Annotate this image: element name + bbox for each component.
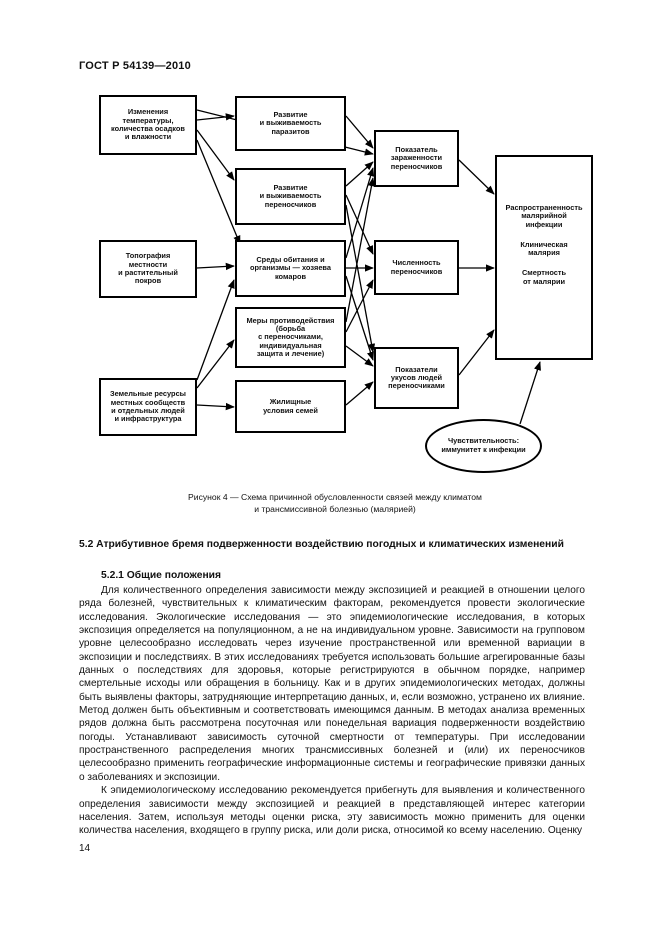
box-countermeasures: Меры противодействия (борьба с переносчи…: [235, 307, 346, 368]
box-malaria-outcomes: Распространенность малярийной инфекции К…: [495, 155, 593, 360]
arrow-bites-to-outcome: [458, 329, 495, 376]
body-text: Для количественного определения зависимо…: [79, 584, 585, 838]
box-vector-development: Развитие и выживаемость переносчиков: [235, 168, 346, 225]
outcome-prevalence: Распространенность малярийной инфекции: [505, 203, 583, 229]
arrow-land-to-habitats: [196, 279, 235, 381]
box-bite-rates: Показатели укусов людей переносчиками: [374, 347, 459, 409]
arrow-land-to-countermeasures: [196, 339, 235, 389]
arrow-land-to-housing: [196, 402, 235, 411]
arrow-temp-to-vectors: [196, 129, 235, 181]
arrow-parasites-to-infection-rate: [345, 115, 374, 149]
arrow-vectors-to-bites: [345, 204, 376, 353]
arrow-susceptibility-to-outcome: [519, 361, 541, 425]
causal-diagram: Изменения температуры, количества осадко…: [99, 95, 593, 473]
caption-line-2: и трансмиссивной болезнью (малярией): [254, 503, 416, 514]
arrow-vectors-to-vector-count: [345, 194, 374, 255]
box-vector-count: Численность переносчиков: [374, 240, 459, 295]
box-parasite-development: Развитие и выживаемость паразитов: [235, 96, 346, 151]
page-number: 14: [79, 843, 91, 854]
arrow-vectors-to-infection-rate: [345, 161, 374, 187]
arrow-countermeasures-to-bites: [345, 345, 374, 367]
arrow-temp-to-parasites: [196, 113, 235, 121]
subsection-title: 5.2.1 Общие положения: [101, 570, 221, 581]
arrow-housing-to-bites: [345, 381, 374, 406]
arrow-infection-rate-to-outcome: [458, 159, 495, 195]
outcome-clinical: Клиническая малярия: [520, 239, 568, 258]
paragraph-2: К эпидемиологическому исследованию реком…: [79, 785, 585, 837]
figure-caption: Рисунок 4 — Схема причинной обусловленно…: [100, 492, 570, 515]
box-housing: Жилищные условия семей: [235, 380, 346, 433]
caption-line-1: Рисунок 4 — Схема причинной обусловленно…: [188, 492, 482, 502]
arrow-temp-to-habitats: [196, 139, 241, 245]
oval-susceptibility: Чувствительность: иммунитет к инфекции: [425, 419, 542, 473]
box-topography: Топография местности и растительный покр…: [99, 240, 197, 298]
outcome-mortality: Смертность от малярии: [521, 268, 567, 286]
standard-header: ГОСТ Р 54139—2010: [79, 60, 191, 72]
box-vector-infection-rate: Показатель зараженности переносчиков: [374, 130, 459, 187]
arrow-countermeasures-to-infection-rate: [345, 177, 376, 323]
box-mosquito-habitats: Среды обитания и организмы — хозяева ком…: [235, 240, 346, 297]
box-climate-change: Изменения температуры, количества осадко…: [99, 95, 197, 155]
section-title: 5.2 Атрибутивное бремя подверженности во…: [79, 539, 564, 550]
paragraph-1: Для количественного определения зависимо…: [79, 585, 585, 783]
arrow-countermeasures-to-vector-count: [345, 279, 374, 333]
arrow-habitats-to-bites: [345, 275, 374, 361]
box-land-resources: Земельные ресурсы местных сообществ и от…: [99, 378, 197, 436]
arrow-topo-to-habitats: [196, 262, 235, 271]
